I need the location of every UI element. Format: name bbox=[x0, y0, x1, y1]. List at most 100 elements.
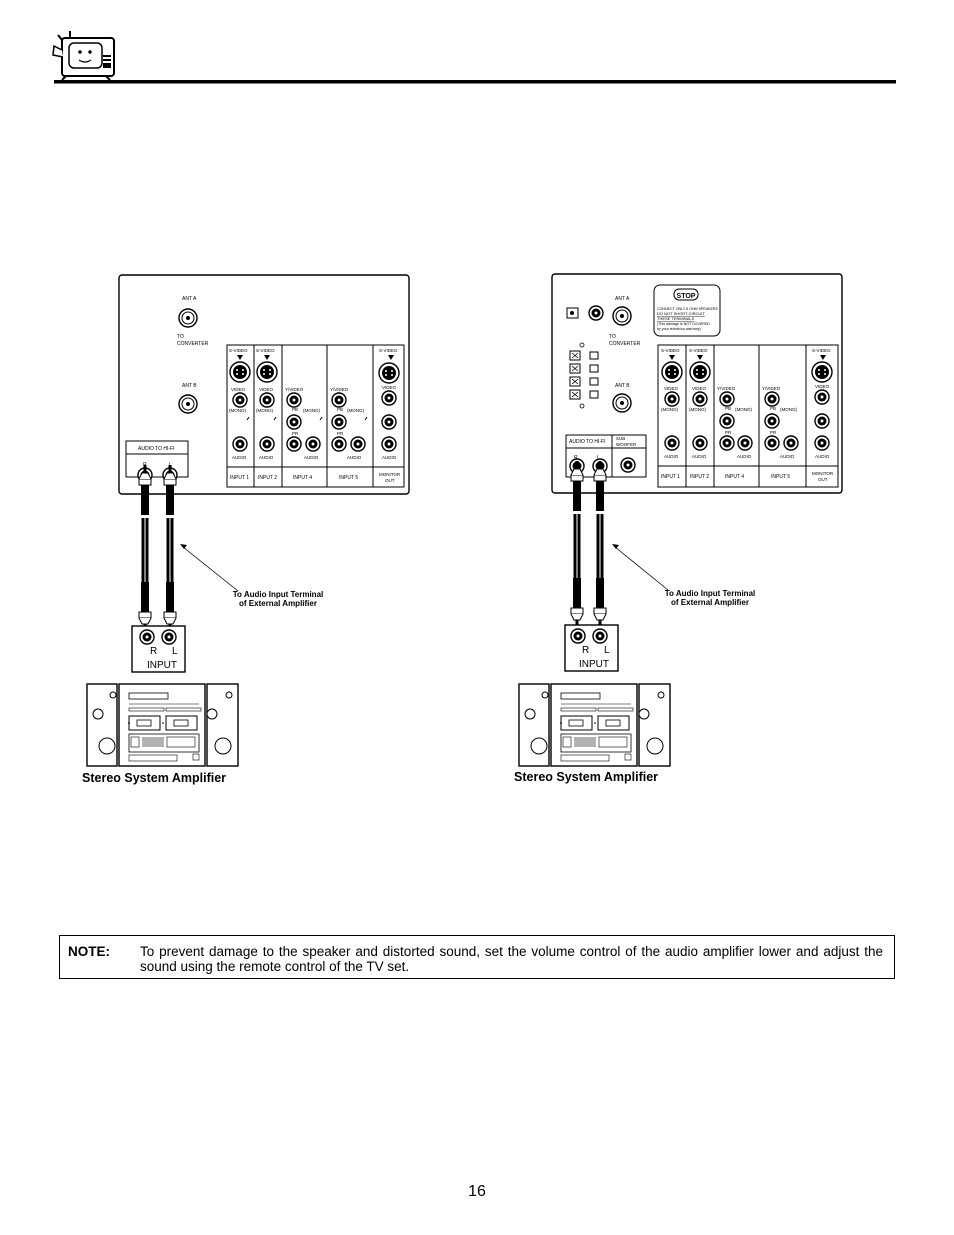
ant-a-jack-r bbox=[612, 306, 632, 326]
pb-label-5: PB bbox=[337, 407, 343, 412]
input-1-label-r: INPUT 1 bbox=[661, 474, 680, 480]
ant-b-label: ANT B bbox=[182, 383, 197, 389]
page-number: 16 bbox=[468, 1183, 486, 1200]
ant-b-label-r: ANT B bbox=[615, 383, 630, 389]
audio-label-1-r: AUDIO bbox=[664, 454, 679, 459]
note-text: To prevent damage to the speaker and dis… bbox=[140, 944, 883, 974]
hifi-r-label-r: R bbox=[574, 455, 578, 461]
svideo-label-2: S-VIDEO bbox=[256, 348, 275, 353]
stereo-system-left bbox=[86, 683, 239, 767]
speaker-terminals bbox=[569, 342, 599, 409]
pr-jack-5 bbox=[331, 436, 347, 452]
y-jack-5 bbox=[331, 392, 347, 408]
warning-line-1: CONNECT ONLY 8 OHM SPEAKERS bbox=[657, 307, 719, 311]
tv-rear-panel-left: ANT A TO CONVERTER ANT B AUDIO TO HI-FI … bbox=[118, 274, 410, 495]
amp-r-label: R bbox=[150, 646, 157, 657]
input-4-label: INPUT 4 bbox=[293, 475, 312, 481]
amp-l-label-r: L bbox=[604, 645, 610, 656]
warning-line-3: THESE TERMINALS bbox=[657, 316, 695, 321]
input-2-label-r: INPUT 2 bbox=[690, 474, 709, 480]
amp-input-panel-right: R L INPUT bbox=[564, 624, 619, 672]
audio-l-jack-monitor bbox=[381, 414, 397, 430]
mono-label-1: (MONO) bbox=[229, 408, 246, 413]
ant-b-jack bbox=[178, 394, 198, 414]
pb-label-4: PB bbox=[292, 407, 298, 412]
amp-input-label: INPUT bbox=[147, 660, 177, 671]
pb-label-5-r: PB bbox=[770, 406, 776, 411]
note-label: NOTE: bbox=[68, 944, 110, 959]
audio-label-1: AUDIO bbox=[232, 455, 247, 460]
audio-label-2: AUDIO bbox=[259, 455, 274, 460]
pb-jack-5 bbox=[331, 414, 347, 430]
callout-arrow-left bbox=[182, 546, 239, 592]
out-label: OUT bbox=[385, 478, 395, 483]
audio-to-hifi-label: AUDIO TO HI-FI bbox=[138, 446, 174, 452]
pb-label-4-r: PB bbox=[725, 406, 731, 411]
pr-jack-4 bbox=[286, 436, 302, 452]
amp-input-label-r: INPUT bbox=[579, 659, 609, 670]
video-jack-2 bbox=[259, 392, 275, 408]
warning-line-4: (This damage is NOT COVERED bbox=[657, 322, 710, 326]
converter-label-r: CONVERTER bbox=[609, 341, 641, 347]
audio-jack-4 bbox=[305, 436, 321, 452]
svideo-label-monitor-r: S-VIDEO bbox=[812, 348, 831, 353]
callout-line1-right: To Audio Input Terminal bbox=[665, 589, 756, 598]
video-label-monitor-r: VIDEO bbox=[815, 384, 830, 389]
tv-mascot-icon bbox=[52, 31, 115, 81]
sub-label: SUB bbox=[616, 436, 625, 441]
audio-label-monitor-r: AUDIO bbox=[815, 454, 830, 459]
audio-r-jack-monitor bbox=[381, 436, 397, 452]
video-label-monitor: VIDEO bbox=[382, 385, 397, 390]
svideo-label-1-r: S-VIDEO bbox=[661, 348, 680, 353]
input-5-label: INPUT 5 bbox=[339, 475, 358, 481]
warning-line-5: by your television warranty) bbox=[657, 327, 701, 331]
amp-r-label-r: R bbox=[582, 645, 589, 656]
yvideo-label-5-r: Y/VIDEO bbox=[762, 386, 781, 391]
mono-label-5-r: (MONO) bbox=[780, 407, 797, 412]
input-1-label: INPUT 1 bbox=[230, 475, 249, 481]
audio-jack-5 bbox=[350, 436, 366, 452]
ant-b-jack-r bbox=[612, 393, 632, 413]
monitor-label: MONITOR bbox=[379, 472, 401, 477]
video-label-1-r: VIDEO bbox=[664, 386, 679, 391]
video-label-1: VIDEO bbox=[231, 387, 246, 392]
pb-jack-4 bbox=[286, 414, 302, 430]
to-label: TO bbox=[177, 334, 184, 340]
mono-label-4-r: (MONO) bbox=[735, 407, 752, 412]
video-label-2: VIDEO bbox=[259, 387, 274, 392]
audio-label-5: AUDIO bbox=[347, 455, 362, 460]
mono-label-1-r: (MONO) bbox=[661, 407, 678, 412]
svideo-jack-2 bbox=[256, 361, 278, 383]
mono-label-2: (MONO) bbox=[256, 408, 273, 413]
svideo-label-1: S-VIDEO bbox=[229, 348, 248, 353]
yvideo-label-5: Y/VIDEO bbox=[330, 387, 349, 392]
y-jack-4 bbox=[286, 392, 302, 408]
warning-line-2: DO NOT SHORT-CIRCUIT bbox=[657, 311, 705, 316]
audio-label-4-r: AUDIO bbox=[737, 454, 752, 459]
callout-line1-left: To Audio Input Terminal bbox=[233, 590, 324, 599]
stereo-system-right bbox=[518, 683, 671, 767]
pr-label-4: PR bbox=[292, 431, 299, 436]
ant-a-label-r: ANT A bbox=[615, 296, 630, 302]
amp-l-label: L bbox=[172, 646, 178, 657]
audio-label-4: AUDIO bbox=[304, 455, 319, 460]
yvideo-label-4-r: Y/VIDEO bbox=[717, 386, 736, 391]
pr-label-4-r: PR bbox=[725, 430, 732, 435]
hifi-l-label-r: L bbox=[597, 455, 600, 461]
monitor-label-r: MONITOR bbox=[812, 471, 834, 476]
callout-line2-left: of External Amplifier bbox=[239, 599, 317, 608]
video-jack-1 bbox=[232, 392, 248, 408]
amp-input-panel-left: R L INPUT bbox=[131, 625, 186, 673]
audio-jack-2 bbox=[259, 436, 275, 452]
header-rule bbox=[54, 80, 896, 84]
input-4-label-r: INPUT 4 bbox=[725, 474, 744, 480]
input-5-label-r: INPUT 5 bbox=[771, 474, 790, 480]
pr-label-5: PR bbox=[337, 431, 344, 436]
out-label-r: OUT bbox=[818, 477, 828, 482]
audio-label-monitor: AUDIO bbox=[382, 455, 397, 460]
pr-label-5-r: PR bbox=[770, 430, 777, 435]
converter-label: CONVERTER bbox=[177, 341, 209, 347]
mono-label-4: (MONO) bbox=[303, 408, 320, 413]
audio-jack-1 bbox=[232, 436, 248, 452]
ant-a-label: ANT A bbox=[182, 296, 197, 302]
